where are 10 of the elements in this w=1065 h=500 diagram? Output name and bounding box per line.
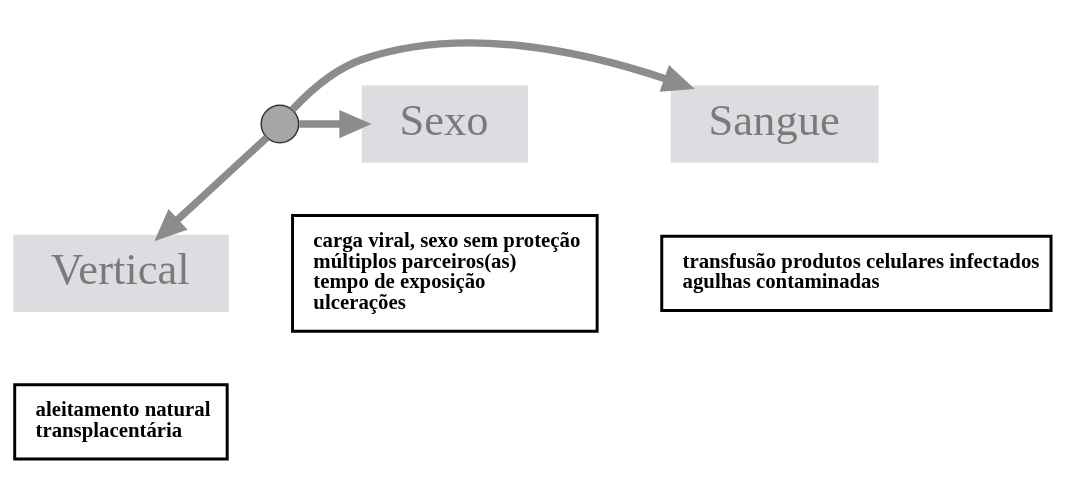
node-box: Vertical — [13, 234, 229, 312]
node-box: Sangue — [670, 84, 879, 163]
node-box: carga viral, sexo sem proteção múltiplos parceiros(as) tempo de exposição ulcerações — [291, 213, 599, 333]
node-box: Sexo — [361, 84, 529, 163]
node-box: transfusão produtos celulares infectados agulhas contaminadas — [660, 234, 1053, 312]
arrow — [289, 38, 695, 112]
node-point — [260, 104, 300, 143]
arrow — [154, 134, 270, 241]
node-box: aleitamento natural transplacentária — [13, 382, 229, 461]
arrow — [299, 109, 372, 138]
